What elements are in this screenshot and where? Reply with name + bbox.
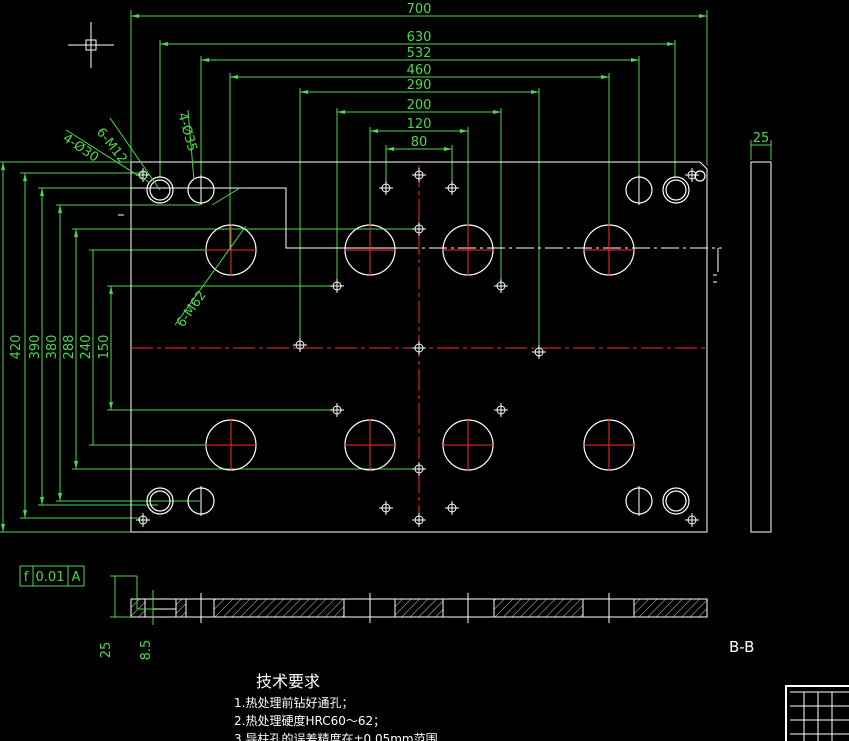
section-centermarks bbox=[200, 593, 610, 623]
flatness-symbol: f bbox=[24, 570, 29, 585]
dim-390: 390 bbox=[28, 335, 43, 360]
dim-532: 532 bbox=[407, 46, 432, 61]
dim-side-25: 25 bbox=[753, 131, 770, 146]
section-label: B-B bbox=[729, 638, 754, 656]
title-block bbox=[785, 685, 849, 741]
large-hole-centermarks bbox=[205, 224, 635, 471]
horizontal-dimension-arrows bbox=[131, 14, 707, 151]
dim-380: 380 bbox=[45, 335, 60, 360]
tech-req-title: 技术要求 bbox=[256, 672, 320, 691]
callout-6-m12: 6-M12 bbox=[93, 125, 130, 166]
dim-420: 420 bbox=[9, 335, 24, 360]
dim-290: 290 bbox=[407, 78, 432, 93]
dim-288: 288 bbox=[62, 335, 77, 360]
section-dimensions bbox=[110, 575, 154, 625]
dim-240: 240 bbox=[79, 335, 94, 360]
callout-leaders bbox=[65, 109, 247, 326]
dim-200: 200 bbox=[407, 98, 432, 113]
vertical-dimension-arrows bbox=[1, 162, 113, 532]
dim-460: 460 bbox=[407, 63, 432, 78]
plate-outline bbox=[130, 161, 708, 533]
dim-80: 80 bbox=[411, 135, 428, 150]
dim-700: 700 bbox=[407, 2, 432, 17]
section-dim-8-5: 8.5 bbox=[139, 640, 154, 661]
guide-hole-centerlines bbox=[200, 175, 640, 516]
threaded-holes bbox=[136, 168, 699, 527]
callout-4-d35: 4-Ø35 bbox=[174, 111, 199, 153]
dim-630: 630 bbox=[407, 30, 432, 45]
flatness-datum: A bbox=[72, 570, 81, 585]
section-dim-25: 25 bbox=[99, 642, 114, 659]
side-view bbox=[750, 161, 772, 533]
flatness-frame bbox=[19, 565, 85, 587]
tech-req-line-3: 3.导柱孔的误差精度在±0.05mm范围 bbox=[234, 731, 438, 741]
side-view-dimension bbox=[750, 140, 772, 160]
tech-req-line-1: 1.热处理前钻好通孔； bbox=[234, 695, 353, 710]
section-markers bbox=[118, 214, 719, 283]
section-view bbox=[130, 598, 708, 618]
flatness-value: 0.01 bbox=[36, 570, 65, 585]
dim-120: 120 bbox=[407, 117, 432, 132]
tech-req-line-2: 2.热处理硬度HRC60～62； bbox=[234, 713, 385, 728]
dim-150: 150 bbox=[97, 335, 112, 360]
callout-6-m62: 6-M62 bbox=[174, 288, 210, 330]
crosshair-cursor-icon bbox=[68, 22, 114, 68]
